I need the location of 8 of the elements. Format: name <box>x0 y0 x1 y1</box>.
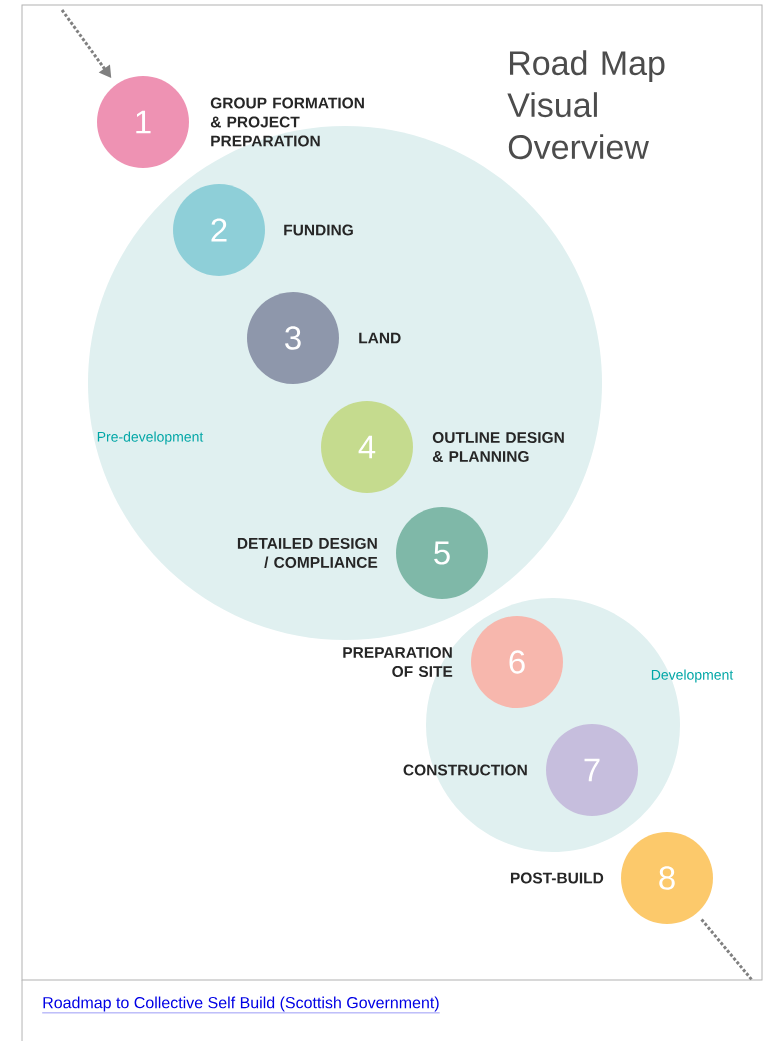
step-label: FUNDING <box>284 224 353 236</box>
step-label: DETAILED DESIGN / COMPLIANCE <box>237 537 378 569</box>
caption-link: Roadmap to Collective Self Build (Scottish Government) <box>42 996 440 1014</box>
step-label: OUTLINE DESIGN & PLANNING <box>432 432 564 462</box>
step-label: POST-BUILD <box>510 872 604 884</box>
step-label: LAND <box>359 332 401 344</box>
step-label: CONSTRUCTION <box>403 764 527 776</box>
step-label: PREPARATION OF SITE <box>343 647 453 677</box>
